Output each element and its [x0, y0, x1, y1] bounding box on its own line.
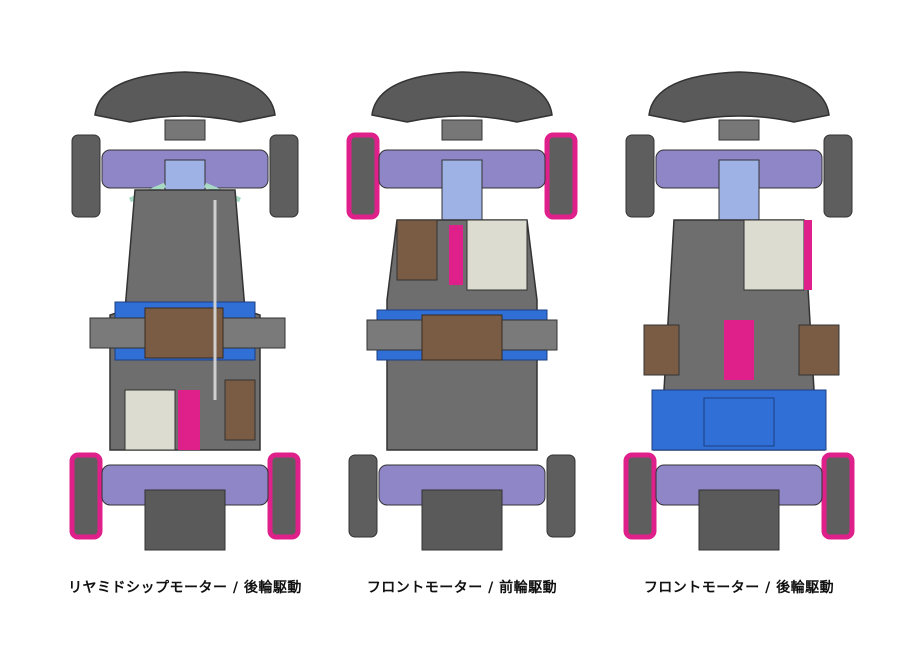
- servo: [124, 389, 176, 451]
- bumper-mount: [164, 119, 206, 141]
- rear-left-wheel-highlighted: [623, 452, 657, 540]
- battery-pack: [421, 314, 503, 361]
- highlight-strip: [804, 220, 812, 290]
- chassis-diagram-front-motor-fwd: [337, 70, 587, 560]
- rear-left-wheel: [348, 454, 378, 538]
- front-left-wheel-highlighted: [346, 132, 380, 220]
- rear-right-wheel-highlighted: [267, 452, 301, 540]
- caption-front-motor-rwd: フロントモーター / 後輪駆動: [643, 580, 835, 596]
- bumper-mount: [441, 119, 483, 141]
- chassis-drawing: [346, 71, 578, 551]
- chassis-drawing: [623, 71, 855, 551]
- battery-pack: [144, 307, 224, 359]
- front-right-wheel: [269, 134, 299, 218]
- front-bulkhead: [718, 159, 760, 221]
- rear-left-wheel-highlighted: [69, 452, 103, 540]
- battery-right: [798, 324, 840, 376]
- rear-right-wheel-highlighted: [821, 452, 855, 540]
- rear-bumper: [698, 489, 780, 551]
- esc-unit: [224, 379, 256, 441]
- rear-right-wheel: [546, 454, 576, 538]
- highlight-strip: [449, 225, 463, 285]
- caption-front-motor-fwd: フロントモーター / 前輪駆動: [366, 580, 558, 596]
- front-right-wheel: [823, 134, 853, 218]
- front-left-wheel: [71, 134, 101, 218]
- highlight-center: [724, 320, 754, 380]
- caption-rear-midship-rwd: リヤミドシップモーター / 後輪駆動: [68, 580, 302, 596]
- battery-left: [643, 324, 680, 376]
- servo: [743, 219, 805, 291]
- servo: [466, 219, 528, 291]
- chassis-diagram-front-motor-rwd: [614, 70, 864, 560]
- front-bumper: [648, 71, 830, 123]
- chassis-diagram-rear-midship-rwd: [60, 70, 310, 560]
- front-right-wheel-highlighted: [544, 132, 578, 220]
- esc-unit: [396, 219, 438, 281]
- rear-bumper: [144, 489, 226, 551]
- front-bulkhead: [441, 159, 483, 221]
- blue-center-plate: [703, 397, 775, 447]
- bumper-mount: [718, 119, 760, 141]
- highlight-strip: [178, 390, 200, 450]
- front-bumper: [94, 71, 276, 123]
- front-bumper: [371, 71, 553, 123]
- rear-bumper: [421, 489, 503, 551]
- front-left-wheel: [625, 134, 655, 218]
- chassis-drawing: [69, 71, 301, 551]
